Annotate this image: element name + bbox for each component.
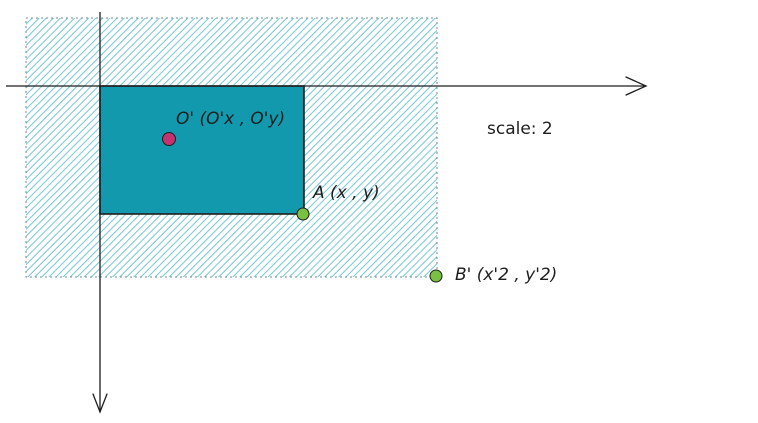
label-scale: scale: 2 xyxy=(487,119,553,139)
label-o-prime: O' (O'x , O'y) xyxy=(176,109,286,129)
origin-point-o-prime xyxy=(162,132,176,146)
corner-point-a xyxy=(296,207,310,221)
corner-point-b-prime xyxy=(429,269,443,283)
original-rectangle xyxy=(99,85,305,215)
label-b-prime: B' (x'2 , y'2) xyxy=(455,265,558,285)
label-a-point: A (x , y) xyxy=(313,183,380,203)
x-axis-arrowhead xyxy=(625,76,648,96)
y-axis-arrowhead xyxy=(92,393,108,414)
